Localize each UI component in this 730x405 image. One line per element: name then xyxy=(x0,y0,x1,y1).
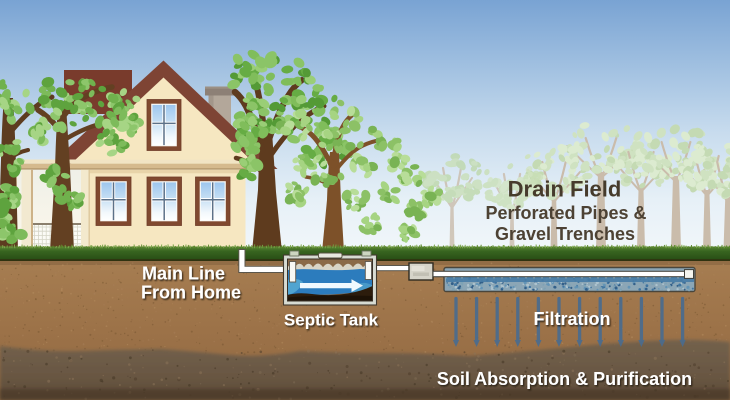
svg-text:Septic Tank: Septic Tank xyxy=(284,311,379,330)
svg-text:Gravel Trenches: Gravel Trenches xyxy=(495,224,635,244)
svg-text:Drain Field: Drain Field xyxy=(508,177,622,202)
svg-text:Soil Absorption & Purification: Soil Absorption & Purification xyxy=(437,369,692,389)
svg-text:Main Line: Main Line xyxy=(142,263,225,283)
svg-text:Perforated Pipes &: Perforated Pipes & xyxy=(485,203,646,223)
svg-text:Filtration: Filtration xyxy=(534,309,611,329)
svg-text:From Home: From Home xyxy=(141,282,241,302)
